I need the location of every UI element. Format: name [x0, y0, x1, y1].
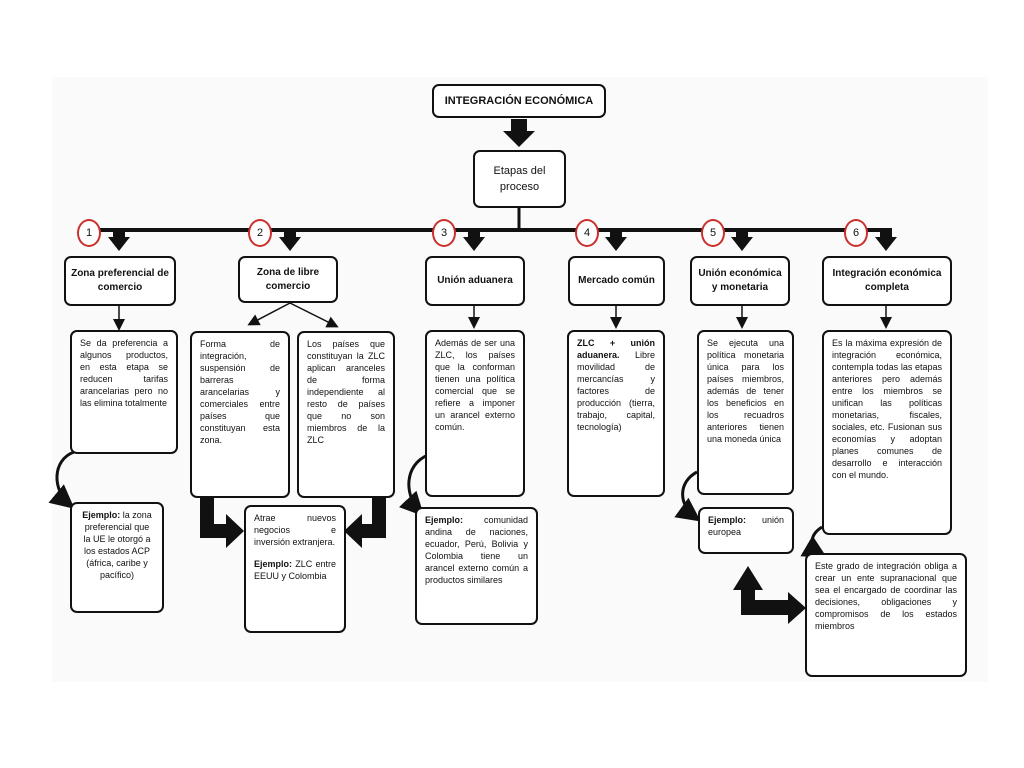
stage-2-example-text: ZLC entre EEUU y Colombia — [254, 559, 336, 581]
stage-2-note-text: Atrae nuevos negocios e inversión extran… — [254, 513, 336, 547]
stage-1-example: Ejemplo: la zona preferencial que la UE … — [70, 502, 164, 613]
stage-2-number: 2 — [248, 219, 272, 247]
stage-4-drop-arrow — [605, 230, 627, 251]
main-title: INTEGRACIÓN ECONÓMICA — [432, 84, 606, 118]
stage-2-desc-arrow-right — [289, 302, 339, 328]
stage-3-example-curve — [398, 453, 429, 517]
stage-3-example-text: comunidad andina de naciones, ecuador, P… — [425, 515, 528, 585]
stage-3-example-label: Ejemplo: — [425, 515, 464, 525]
stage-2-right-elbow-arrow — [344, 498, 386, 548]
stage-1-example-text: la zona preferencial que la UE le otorgó… — [83, 510, 152, 580]
stage-1-number: 1 — [77, 219, 101, 247]
stage-6-drop-arrow — [875, 230, 897, 251]
stage-3-name: Unión aduanera — [425, 256, 525, 306]
stage-2-drop-arrow — [279, 230, 301, 251]
stage-2-note: Atrae nuevos negocios e inversión extran… — [244, 505, 346, 633]
stage-2-description-a: Forma de integración, suspensión de barr… — [190, 331, 290, 498]
stage-3-drop-arrow — [463, 230, 485, 251]
stage-6-extra: Este grado de integración obliga a crear… — [805, 553, 967, 677]
stage-3-number: 3 — [432, 219, 456, 247]
stage-5-drop-arrow — [731, 230, 753, 251]
stage-4-description-label: ZLC + unión aduanera. — [577, 338, 655, 360]
stage-6-description: Es la máxima expresión de integración ec… — [822, 330, 952, 535]
stage-5-example-text: unión europea — [708, 515, 784, 537]
stage-1-description: Se da preferencia a algunos productos, e… — [70, 330, 178, 454]
stage-4-number: 4 — [575, 219, 599, 247]
stage-1-name: Zona preferencial de comercio — [64, 256, 176, 306]
stage-4-description: ZLC + unión aduanera. Libre movilidad de… — [567, 330, 665, 497]
stage-5-elbow-arrow — [733, 566, 806, 624]
stage-2-left-elbow-arrow — [200, 498, 244, 548]
stage-5-number: 5 — [701, 219, 725, 247]
stage-6-extra-curve — [800, 525, 828, 559]
stage-5-example-curve — [674, 470, 701, 522]
stage-5-example-label: Ejemplo: — [708, 515, 747, 525]
stage-2-name: Zona de libre comercio — [238, 256, 338, 303]
stage-1-example-label: Ejemplo: — [82, 510, 121, 520]
stage-5-example: Ejemplo: unión europea — [698, 507, 794, 554]
stage-3-example: Ejemplo: comunidad andina de naciones, e… — [415, 507, 538, 625]
stage-5-name: Unión económica y monetaria — [690, 256, 790, 306]
stage-5-description: Se ejecuta una política monetaria única … — [697, 330, 794, 495]
stage-6-name: Integración económica completa — [822, 256, 952, 306]
stage-2-description-b: Los países que constituyan la ZLC aplica… — [297, 331, 395, 498]
stage-1-example-curve — [48, 450, 75, 509]
stage-4-description-text: Libre movilidad de mercancías y factores… — [577, 350, 655, 432]
stage-6-number: 6 — [844, 219, 868, 247]
stage-2-example-label: Ejemplo: — [254, 559, 293, 569]
title-to-stages-arrow — [503, 119, 535, 147]
stages-box: Etapas del proceso — [473, 150, 566, 208]
stage-4-name: Mercado común — [568, 256, 665, 306]
stage-3-description: Además de ser una ZLC, los países que la… — [425, 330, 525, 497]
stage-1-drop-arrow — [108, 230, 130, 251]
stage-2-desc-arrow-left — [247, 302, 291, 326]
